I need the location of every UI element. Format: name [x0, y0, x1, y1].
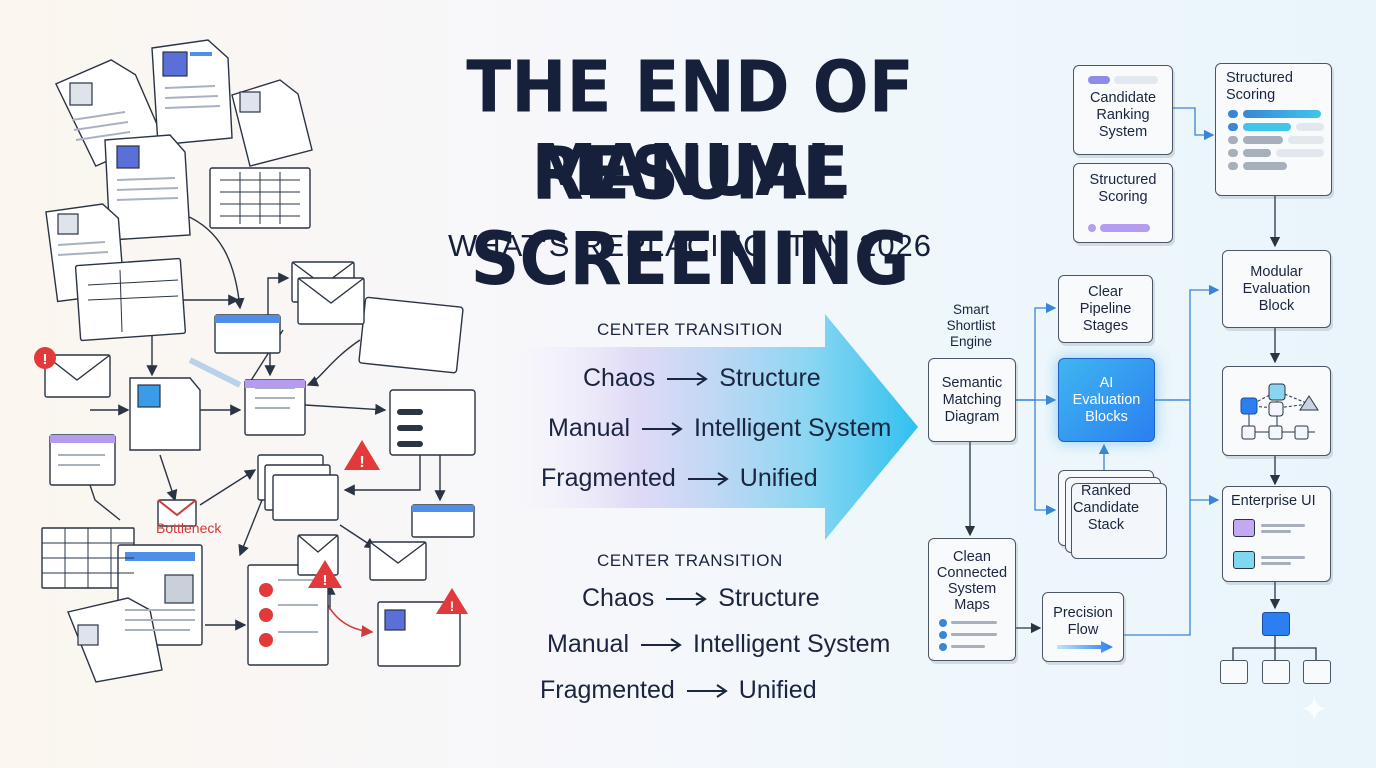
page-subtitle: WHAT’S REPLACING IT IN 2026 [447, 228, 933, 263]
transition-to: Intelligent System [693, 630, 891, 658]
transition-row: Chaos Structure [582, 584, 820, 613]
svg-text:!: ! [359, 454, 364, 471]
transition-to: Unified [739, 464, 818, 492]
transition-from: Fragmented [540, 676, 675, 704]
transition-from: Manual [547, 630, 629, 658]
box-label: Structured Scoring [1089, 172, 1157, 205]
accent-bar [1088, 224, 1096, 232]
enterprise-ui-box[interactable]: Enterprise UI [1222, 486, 1331, 582]
transition-from: Chaos [583, 364, 656, 392]
transition-row: Fragmented Unified [541, 464, 818, 493]
accent-bar [1100, 224, 1150, 232]
org-node-top [1262, 612, 1290, 636]
box-label: Precision Flow [1053, 605, 1113, 638]
modular-evaluation-box[interactable]: Modular Evaluation Block [1222, 250, 1331, 328]
svg-text:!: ! [43, 351, 48, 368]
clear-pipeline-box[interactable]: Clear Pipeline Stages [1058, 275, 1153, 343]
smart-shortlist-label: Smart Shortlist Engine [946, 302, 996, 349]
right-arrow-icon [687, 471, 729, 486]
transition-heading-2: CENTER TRANSITION [597, 551, 783, 570]
transition-from: Chaos [582, 584, 655, 612]
bottleneck-label: Bottleneck [156, 520, 222, 536]
page-title-line1: THE END OF MANUAL [466, 45, 914, 213]
transition-row: Chaos Structure [583, 364, 821, 393]
right-arrow-icon [642, 421, 683, 436]
network-diagram-box[interactable] [1222, 366, 1331, 456]
transition-row: Fragmented Unified [540, 676, 817, 705]
right-arrow-icon [667, 371, 709, 386]
flow-arrow-icon [1057, 641, 1113, 653]
transition-to: Structure [718, 584, 820, 612]
box-label: Clean Connected System Maps [936, 549, 1008, 613]
org-node [1262, 660, 1290, 684]
org-node [1303, 660, 1331, 684]
box-label: Clear Pipeline Stages [1079, 283, 1132, 334]
sparkle-icon: ✦ [1300, 691, 1329, 729]
transition-to: Unified [738, 676, 817, 704]
precision-flow-box[interactable]: Precision Flow [1042, 592, 1124, 662]
ai-evaluation-box[interactable]: AI Evaluation Blocks [1058, 358, 1155, 442]
accent-bar [1114, 76, 1158, 84]
accent-bar [1088, 76, 1110, 84]
transition-row: Manual Intelligent System [548, 414, 891, 443]
transition-row: Manual Intelligent System [547, 630, 890, 659]
right-arrow-icon [686, 683, 728, 698]
transition-to: Intelligent System [694, 414, 892, 442]
right-arrow-icon [641, 637, 682, 652]
ranked-candidate-box[interactable]: Ranked Candidate Stack [1058, 470, 1167, 559]
transition-from: Manual [548, 414, 630, 442]
score-row [1228, 162, 1324, 170]
page-title-line2: RESUME SCREENING [470, 131, 910, 303]
score-rows [1228, 110, 1324, 170]
transition-from: Fragmented [541, 464, 676, 492]
transition-heading-1: CENTER TRANSITION [597, 320, 783, 339]
candidate-ranking-box[interactable]: Candidate Ranking System [1073, 65, 1173, 155]
structured-scoring-small-box[interactable]: Structured Scoring [1073, 163, 1173, 243]
box-label: Semantic Matching Diagram [941, 374, 1003, 425]
box-label: Candidate Ranking System [1089, 90, 1157, 140]
org-node [1220, 660, 1248, 684]
panel-title: Structured Scoring [1226, 70, 1293, 103]
svg-text:!: ! [323, 572, 328, 589]
semantic-matching-box[interactable]: Semantic Matching Diagram [928, 358, 1016, 442]
clean-connected-box[interactable]: Clean Connected System Maps [928, 538, 1016, 661]
box-label: Modular Evaluation Block [1242, 263, 1311, 314]
ui-row [1233, 551, 1305, 569]
score-row [1228, 123, 1324, 131]
chaos-illustration: ! ! ! ! [34, 39, 476, 683]
score-row [1228, 110, 1324, 118]
right-arrow-icon [666, 591, 708, 606]
svg-text:!: ! [450, 598, 455, 614]
list-lines [939, 619, 997, 651]
score-row [1228, 136, 1324, 144]
box-label: Ranked Candidate Stack [1072, 482, 1140, 533]
network-icon [1240, 383, 1319, 440]
box-label: Enterprise UI [1231, 493, 1316, 509]
transition-arrow [480, 314, 918, 540]
box-label: AI Evaluation Blocks [1072, 374, 1141, 425]
score-row [1228, 149, 1324, 157]
transition-to: Structure [719, 364, 821, 392]
structured-scoring-panel[interactable]: Structured Scoring [1215, 63, 1332, 196]
ui-row [1233, 519, 1305, 537]
